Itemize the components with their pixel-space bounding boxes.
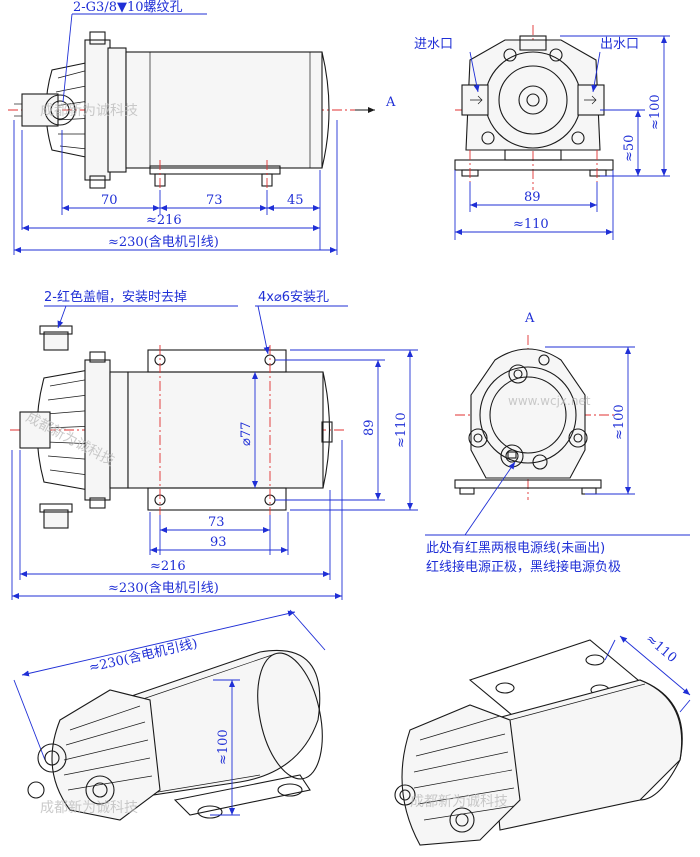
top-front-view: 进水口 出水口 89 ≈110 ≈50 ≈100 <box>414 25 670 240</box>
dim-230-mid: ≈230(含电机引线) <box>108 580 219 596</box>
dim-100-iso: ≈100 <box>216 729 231 765</box>
dim-45: 45 <box>287 193 304 208</box>
watermark-company-3: 成都新为诚科技 <box>40 800 138 816</box>
middle-end-view: A ≈100 此处有红黑两根电源线(未画出) 红线接电源正极，黑线接电源负极 <box>425 311 690 575</box>
dim-110-side: ≈110 <box>394 412 409 448</box>
dim-110-iso: ≈110 <box>642 632 679 666</box>
isometric-view-left: ≈230(含电机引线) ≈100 <box>13 609 326 821</box>
outlet-label: 出水口 <box>600 37 639 52</box>
middle-top-view: 2-红色盖帽，安装时去掉 4x⌀6安装孔 ⌀77 89 ≈110 73 93 ≈… <box>10 289 418 600</box>
view-a-top-label: A <box>385 95 396 110</box>
dim-70: 70 <box>101 193 118 208</box>
dim-77: ⌀77 <box>239 422 254 446</box>
view-a-mid-label: A <box>524 311 535 326</box>
dim-100-front: ≈100 <box>648 94 663 130</box>
wire-note-line-1: 此处有红黑两根电源线(未画出) <box>426 540 605 556</box>
dim-89-side: 89 <box>362 419 377 436</box>
red-caps-label: 2-红色盖帽，安装时去掉 <box>44 289 187 305</box>
watermark-company-1: 成都新为诚科技 <box>40 103 138 119</box>
top-side-view: A 2-G3/8▼10螺纹孔 70 73 45 ≈216 ≈230(含电机引线) <box>8 0 396 255</box>
watermark-site: www.wcjx.net <box>508 394 591 408</box>
dim-93: 93 <box>210 535 227 550</box>
dim-89-front: 89 <box>524 190 541 205</box>
wire-note-line-2: 红线接电源正极，黑线接电源负极 <box>426 559 621 575</box>
dim-50: ≈50 <box>622 135 637 162</box>
dim-73-top: 73 <box>206 193 223 208</box>
dim-230-top: ≈230(含电机引线) <box>108 234 219 250</box>
dim-216-top: ≈216 <box>146 213 182 228</box>
thread-hole-label: 2-G3/8▼10螺纹孔 <box>73 0 183 15</box>
dim-216-mid: ≈216 <box>150 559 186 574</box>
watermark-company-4: 成都新为诚科技 <box>410 794 508 810</box>
dim-73-mid: 73 <box>208 515 225 530</box>
isometric-view-right: ≈110 <box>394 632 691 846</box>
mount-holes-label: 4x⌀6安装孔 <box>258 290 329 305</box>
dim-100-end: ≈100 <box>612 404 627 440</box>
inlet-label: 进水口 <box>414 37 453 52</box>
dim-110-front: ≈110 <box>513 217 549 232</box>
